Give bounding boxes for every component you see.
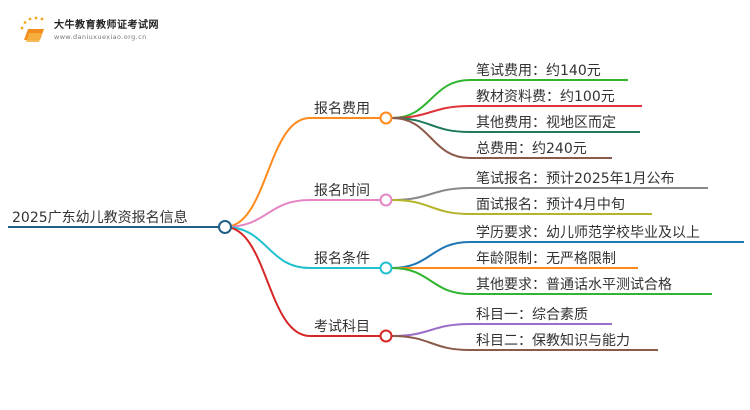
leaf-label: 科目一：综合素质: [476, 307, 588, 323]
leaf-label: 教材资料费：约100元: [476, 89, 615, 105]
leaf-label: 科目二：保教知识与能力: [476, 332, 630, 349]
connector-root-to-branch: [224, 117, 311, 228]
connector-root-to-branch: [224, 226, 311, 337]
branch-label: 报名费用: [314, 101, 370, 117]
leaf-label: 其他费用：视地区而定: [476, 115, 616, 131]
branch-node: [379, 261, 393, 275]
leaf-label: 笔试报名：预计2025年1月公布: [476, 171, 675, 187]
connector-branch-to-leaf: [391, 241, 471, 269]
connector-branch-to-leaf: [391, 187, 471, 201]
connector-branch-to-leaf: [391, 267, 471, 295]
branch-label: 考试科目: [314, 319, 370, 335]
book-logo-icon: [20, 16, 44, 42]
connector-branch-to-leaf: [391, 117, 471, 159]
root-node: [218, 220, 232, 234]
logo-title: 大牛教育教师证考试网: [54, 20, 159, 32]
connector-root-to-branch: [224, 226, 311, 269]
branch-node: [379, 193, 393, 207]
connector-branch-to-leaf: [391, 323, 471, 337]
leaf-label: 年龄限制：无严格限制: [476, 251, 616, 267]
branch-node: [379, 329, 393, 343]
connector-branch-to-leaf: [391, 199, 471, 215]
leaf-label: 笔试费用：约140元: [476, 63, 601, 79]
leaf-label: 面试报名：预计4月中旬: [476, 197, 625, 213]
leaf-label: 其他要求：普通话水平测试合格: [476, 277, 672, 293]
connector-root-to-branch: [224, 199, 311, 228]
root-label: 2025广东幼儿教资报名信息: [12, 209, 188, 226]
logo-url: www.daniuxuexiao.org.cn: [54, 33, 147, 42]
branch-node: [379, 111, 393, 125]
site-logo: 大牛教育教师证考试网 www.daniuxuexiao.org.cn: [18, 16, 159, 46]
leaf-label: 总费用：约240元: [476, 141, 587, 157]
branch-label: 报名条件: [314, 250, 370, 267]
leaf-label: 学历要求：幼儿师范学校毕业及以上: [476, 224, 700, 241]
connector-branch-to-leaf: [391, 335, 471, 351]
branch-label: 报名时间: [314, 183, 370, 199]
